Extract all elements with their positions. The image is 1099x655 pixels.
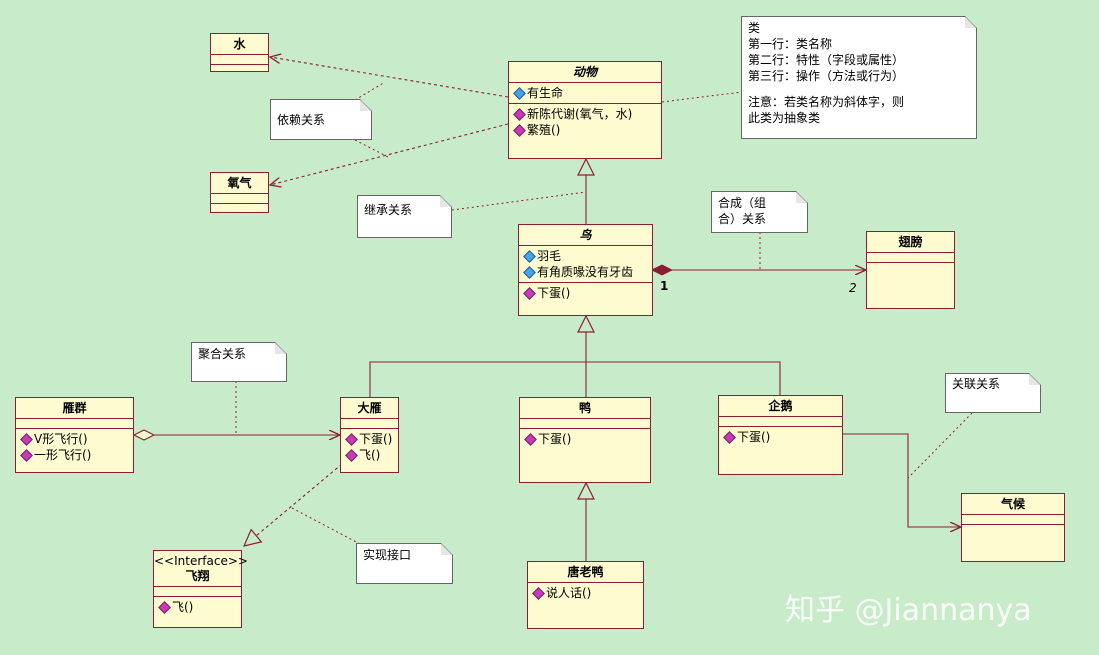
note-association[interactable]: 关联关系	[945, 373, 1041, 413]
attribute-row: 羽毛	[523, 248, 648, 264]
association-note-link	[907, 412, 973, 479]
multiplicity-bird-end: 1	[660, 279, 669, 293]
association-penguin-climate-line	[843, 433, 961, 527]
class-oxygen-name: 氧气	[211, 173, 268, 194]
operation-row: 说人话()	[532, 585, 639, 601]
interface-stereotype: <<Interface>>	[154, 554, 248, 568]
class-wild-goose-name: 大雁	[341, 398, 398, 419]
operation-icon	[345, 432, 358, 446]
note-aggregation[interactable]: 聚合关系	[191, 342, 287, 382]
class-water-name: 水	[211, 34, 268, 55]
operation-icon	[20, 448, 33, 462]
class-donald-duck[interactable]: 唐老鸭 说人话()	[527, 561, 644, 629]
class-animal[interactable]: 动物 有生命 新陈代谢(氧气，水) 繁殖()	[508, 61, 662, 159]
attribute-row: 有生命	[513, 85, 657, 101]
watermark: 知乎 @Jiannanya	[785, 593, 1032, 628]
legend-note-link	[661, 91, 743, 103]
realization-note-link	[291, 507, 361, 545]
attribute-icon	[523, 249, 536, 263]
operation-row: 新陈代谢(氧气，水)	[513, 106, 657, 122]
class-penguin[interactable]: 企鹅 下蛋()	[718, 395, 843, 475]
interface-fly[interactable]: <<Interface>> 飞翔 飞()	[153, 550, 248, 628]
class-donald-duck-name: 唐老鸭	[528, 562, 643, 583]
operation-row: 飞()	[345, 447, 394, 463]
operation-row: 繁殖()	[513, 122, 657, 138]
operation-icon	[345, 448, 358, 462]
operation-row: V形飞行()	[20, 431, 129, 447]
class-goose-flock-name: 雁群	[16, 398, 133, 419]
operation-row: 一形飞行()	[20, 447, 129, 463]
realization-goose-fly-line	[244, 463, 343, 546]
operation-icon	[723, 430, 736, 444]
class-wing[interactable]: 翅膀	[866, 231, 955, 309]
operation-icon	[513, 107, 526, 121]
note-composition[interactable]: 合成（组 合）关系	[711, 191, 808, 233]
note-dependency[interactable]: 依赖关系	[270, 99, 372, 140]
dependency-note-link	[354, 81, 391, 159]
class-climate[interactable]: 气候	[961, 493, 1065, 562]
class-goose-flock[interactable]: 雁群 V形飞行() 一形飞行()	[15, 397, 134, 473]
class-wild-goose[interactable]: 大雁 下蛋() 飞()	[340, 397, 399, 473]
operation-icon	[532, 586, 545, 600]
operation-row: 下蛋()	[523, 285, 648, 301]
attribute-icon	[523, 265, 536, 279]
class-animal-name: 动物	[509, 62, 661, 83]
operation-icon	[524, 432, 537, 446]
operation-row: 下蛋()	[723, 429, 838, 445]
attribute-row: 有角质喙没有牙齿	[523, 264, 648, 280]
class-oxygen[interactable]: 氧气	[210, 172, 269, 213]
class-water[interactable]: 水	[210, 33, 269, 72]
interface-fly-name: <<Interface>> 飞翔	[154, 551, 248, 587]
dependency-oxygen-line	[270, 123, 509, 185]
operation-icon	[158, 600, 171, 614]
operation-icon	[20, 432, 33, 446]
class-climate-name: 气候	[962, 494, 1064, 515]
attribute-icon	[513, 86, 526, 100]
dependency-water-line	[270, 57, 509, 98]
note-inheritance[interactable]: 继承关系	[357, 195, 452, 238]
operation-row: 下蛋()	[524, 431, 646, 447]
inheritance-subclasses-line	[369, 361, 781, 397]
multiplicity-wing-end: 2	[849, 281, 857, 295]
class-wing-name: 翅膀	[867, 232, 954, 253]
operation-icon	[523, 286, 536, 300]
class-bird[interactable]: 鸟 羽毛 有角质喙没有牙齿 下蛋()	[518, 224, 653, 316]
class-penguin-name: 企鹅	[719, 396, 842, 417]
operation-icon	[513, 123, 526, 137]
class-duck[interactable]: 鸭 下蛋()	[519, 397, 651, 483]
note-realization[interactable]: 实现接口	[356, 543, 453, 584]
operation-row: 下蛋()	[345, 431, 394, 447]
inheritance-note-link	[451, 191, 587, 211]
note-legend[interactable]: 类 第一行：类名称 第二行：特性（字段或属性） 第三行：操作（方法或行为） 注意…	[741, 16, 977, 139]
class-bird-name: 鸟	[519, 225, 652, 246]
class-duck-name: 鸭	[520, 398, 650, 419]
operation-row: 飞()	[158, 599, 237, 615]
